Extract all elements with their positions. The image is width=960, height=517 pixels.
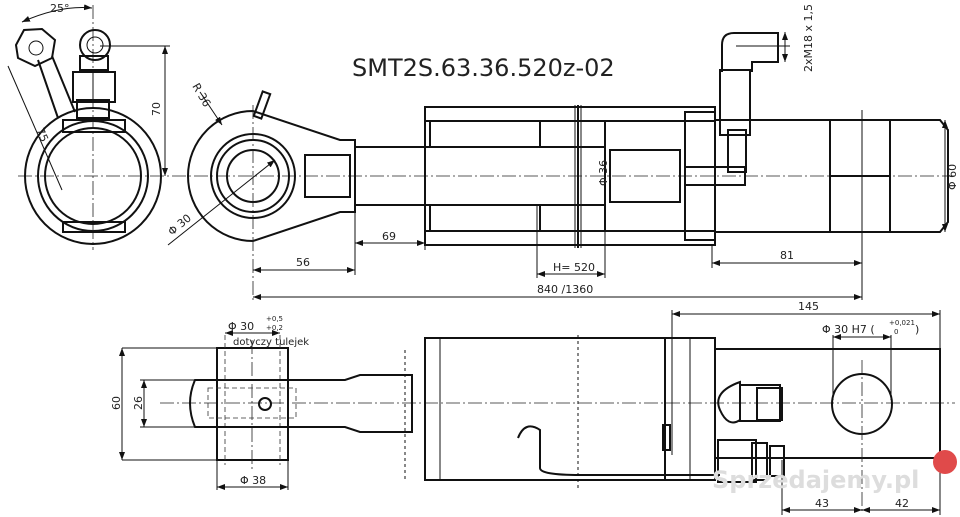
- port-thread-label: 2xM18 x 1,5: [802, 4, 815, 72]
- clevis-width-label: 60: [110, 396, 123, 410]
- rear-block-label: 81: [780, 249, 794, 262]
- rear-length-label: 145: [798, 300, 819, 313]
- rod-eye-section: R 36 Φ 30: [166, 81, 356, 300]
- bushing-tol-upper: +0,5: [266, 315, 283, 323]
- bushing-bore-label: Φ 30: [228, 320, 254, 333]
- end-offset-label: 42: [895, 497, 909, 510]
- top-dimensions: 69 56 H= 520 81 840 /1360: [253, 110, 863, 300]
- eye-bore-label: Φ 30: [166, 212, 194, 239]
- length-label: 840 /1360: [537, 283, 593, 296]
- bushing-note: dotyczy tulejek: [233, 337, 309, 348]
- eye-to-rod-label: 56: [296, 256, 310, 269]
- stroke-label: H= 520: [553, 261, 595, 274]
- hole-offset-label: 43: [815, 497, 829, 510]
- rear-bore-label: Φ 30 H7 (: [822, 323, 875, 336]
- watermark: Sprzedajemy.pl: [712, 450, 957, 494]
- eye-radius-label: R 36: [189, 81, 213, 109]
- port-height-label: 70: [150, 102, 163, 116]
- rear-diameter-label: Φ 60: [946, 164, 959, 190]
- end-view: 25° 75 70: [7, 2, 170, 250]
- rear-bore-close: ): [915, 323, 919, 336]
- bushing-outer-label: Φ 38: [240, 474, 266, 487]
- rod-diameter-label: Φ 36: [597, 160, 610, 186]
- side-view: 60 26 Φ 30 +0,5 +0,2 dotyczy tulejek Φ 3…: [110, 300, 941, 515]
- rod-gland-label: 69: [382, 230, 396, 243]
- cylinder-section: 2xM18 x 1,5 Φ 36 Φ 60: [354, 4, 959, 248]
- rear-bore-tol-lower: 0: [894, 328, 898, 336]
- angle-label: 25°: [50, 2, 70, 15]
- bushing-tol-lower: +0,2: [266, 324, 283, 332]
- watermark-badge: [933, 450, 957, 474]
- slot-width-label: 26: [132, 396, 145, 410]
- port-offset-label: 75: [33, 126, 51, 144]
- drawing-title: SMT2S.63.36.520z-02: [352, 54, 615, 82]
- watermark-text: Sprzedajemy.pl: [712, 466, 919, 494]
- rear-bore-tol-upper: +0,021: [889, 319, 915, 327]
